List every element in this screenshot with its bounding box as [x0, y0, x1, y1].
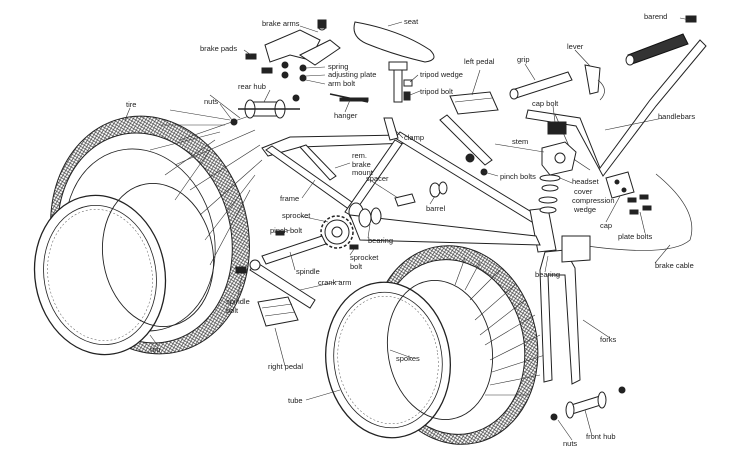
rim-left: [33, 194, 167, 356]
label-front-hub: front hub: [586, 432, 616, 441]
label-lever: lever: [567, 42, 584, 51]
label-handlebars: handlebars: [658, 112, 696, 121]
seat: [353, 21, 435, 63]
label-tripod-wedge: tripod wedge: [420, 70, 463, 79]
label-barend: barend: [644, 12, 668, 21]
label-frame: frame: [280, 194, 300, 203]
label-spindle-bolt: spindle bolt: [226, 297, 250, 315]
label-pinch-bolts: pinch bolts: [500, 172, 536, 181]
label-adjusting-plate: adjusting plate: [328, 70, 377, 79]
label-tripod-bolt: tripod bolt: [420, 87, 453, 96]
label-rear-hub: rear hub: [238, 82, 266, 91]
sprocket: [320, 215, 354, 249]
label-plate-bolts: plate bolts: [618, 232, 653, 241]
spindle: [261, 235, 327, 265]
label-compression: compression: [572, 196, 615, 205]
brake-arms: [264, 19, 341, 66]
label-pinch-bolt: pinch bolt: [270, 226, 303, 235]
label-sprocket-bolt: sprocket bolt: [350, 253, 379, 271]
front-rim: [325, 281, 451, 439]
label-headset: headset: [572, 177, 599, 186]
frame: [261, 117, 557, 253]
cap-bolt: [547, 121, 567, 135]
label-seat: seat: [404, 17, 419, 26]
leader-lines: [124, 17, 691, 441]
headset: [538, 174, 561, 214]
label-arm-bolt: arm bolt: [328, 79, 356, 88]
stem-cap: [605, 171, 635, 199]
label-clamp: clamp: [404, 133, 425, 142]
stem: [541, 141, 577, 176]
label-cover: cover: [574, 187, 593, 196]
label-left-pedal: left pedal: [464, 57, 495, 66]
label-stem: stem: [512, 137, 529, 146]
barrel: [429, 181, 448, 198]
lever: [584, 64, 605, 101]
label-rem-brake-mount: rem. brake mount: [352, 151, 373, 178]
brake-small-parts: [245, 53, 369, 103]
seat-post: [388, 61, 408, 103]
plate-bolts: [627, 194, 652, 215]
label-brake-pads: brake pads: [200, 44, 238, 53]
bearing-mid: [358, 207, 382, 228]
front-hub: [550, 386, 626, 421]
label-bearing-right: bearing: [535, 270, 561, 279]
right-grip: [625, 33, 689, 66]
label-nuts-bottom: nuts: [563, 439, 578, 448]
label-barrel: barrel: [426, 204, 446, 213]
rear-spokes: [149, 94, 263, 266]
label-sprocket: sprocket: [282, 211, 311, 220]
tripod-parts: [403, 79, 413, 101]
label-tube: tube: [288, 396, 303, 405]
spacer: [394, 193, 416, 207]
label-rim: rim: [150, 345, 161, 354]
label-cap: cap: [600, 221, 613, 230]
label-brake-cable: brake cable: [655, 261, 694, 270]
label-spokes: spokes: [396, 354, 420, 363]
label-right-pedal: right pedal: [268, 362, 304, 371]
label-crank-arm: crank arm: [318, 278, 352, 287]
label-tire: tire: [126, 100, 137, 109]
sprocket-bolt: [349, 244, 359, 250]
label-brake-arms: brake arms: [262, 19, 300, 28]
rear-hub: [230, 94, 300, 126]
label-wedge: wedge: [574, 205, 597, 214]
crank-arm: [249, 259, 316, 309]
brake-cable: [579, 173, 693, 251]
right-pedal: [257, 296, 299, 327]
label-bearing-mid: bearing: [368, 236, 394, 245]
label-spacer: spacer: [366, 174, 389, 183]
rear-tube: [101, 183, 215, 327]
front-tube: [386, 280, 494, 420]
left-grip: [509, 71, 573, 100]
label-spindle: spindle: [296, 267, 320, 276]
label-nuts-top: nuts: [204, 97, 219, 106]
barend: [685, 15, 697, 23]
label-spring: spring: [328, 62, 349, 71]
left-pedal: [439, 91, 499, 176]
label-grip: grip: [517, 55, 530, 64]
front-spokes: [454, 257, 546, 396]
spindle-bolt: [235, 266, 247, 274]
frame-tube-bottom: [349, 214, 541, 246]
label-hanger: hanger: [334, 111, 358, 120]
forks: [539, 235, 591, 385]
label-forks: forks: [600, 335, 617, 344]
label-cap-bolt: cap bolt: [532, 99, 559, 108]
